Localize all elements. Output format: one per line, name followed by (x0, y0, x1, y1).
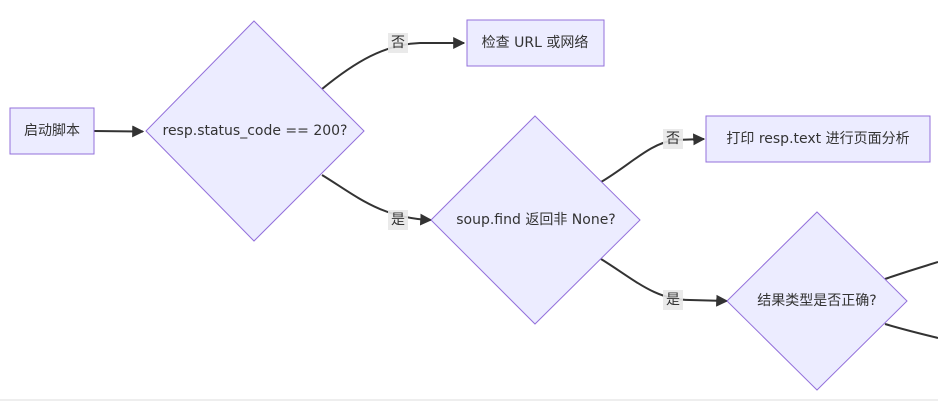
edge-label-find-no: 否 (663, 129, 683, 149)
edge-status-yes (321, 174, 433, 226)
edge-type-out-upper (884, 261, 938, 280)
edge-label-status-yes: 是 (388, 210, 408, 230)
node-start: 启动脚本 (9, 107, 95, 155)
node-check-type: 结果类型是否正确? (726, 211, 908, 391)
node-start-label: 启动脚本 (24, 123, 80, 139)
node-print-text-label: 打印 resp.text 进行页面分析 (726, 130, 909, 147)
node-check-find-label: soup.find 返回非 None? (456, 212, 616, 228)
node-check-url-label: 检查 URL 或网络 (482, 35, 589, 51)
edge-label-status-no-text: 否 (391, 35, 405, 51)
edge-label-find-no-text: 否 (666, 131, 680, 147)
edge-type-out-lower (884, 323, 938, 339)
edge-status-no (321, 37, 466, 90)
edge-start-to-status (93, 125, 145, 138)
node-check-status-label: resp.status_code == 200? (163, 123, 348, 139)
edge-find-yes (600, 258, 729, 307)
edge-label-find-yes: 是 (663, 290, 683, 310)
edge-label-status-yes-text: 是 (391, 212, 405, 228)
edge-label-status-no: 否 (388, 33, 408, 53)
edges (93, 37, 938, 339)
bottom-divider (0, 399, 938, 401)
node-print-text: 打印 resp.text 进行页面分析 (705, 115, 931, 163)
node-check-find: soup.find 返回非 None? (430, 115, 641, 325)
node-check-type-label: 结果类型是否正确? (757, 293, 876, 309)
node-check-url: 检查 URL 或网络 (466, 19, 605, 67)
node-check-status: resp.status_code == 200? (145, 20, 365, 242)
edge-label-find-yes-text: 是 (666, 292, 680, 308)
edge-find-no (600, 133, 706, 183)
